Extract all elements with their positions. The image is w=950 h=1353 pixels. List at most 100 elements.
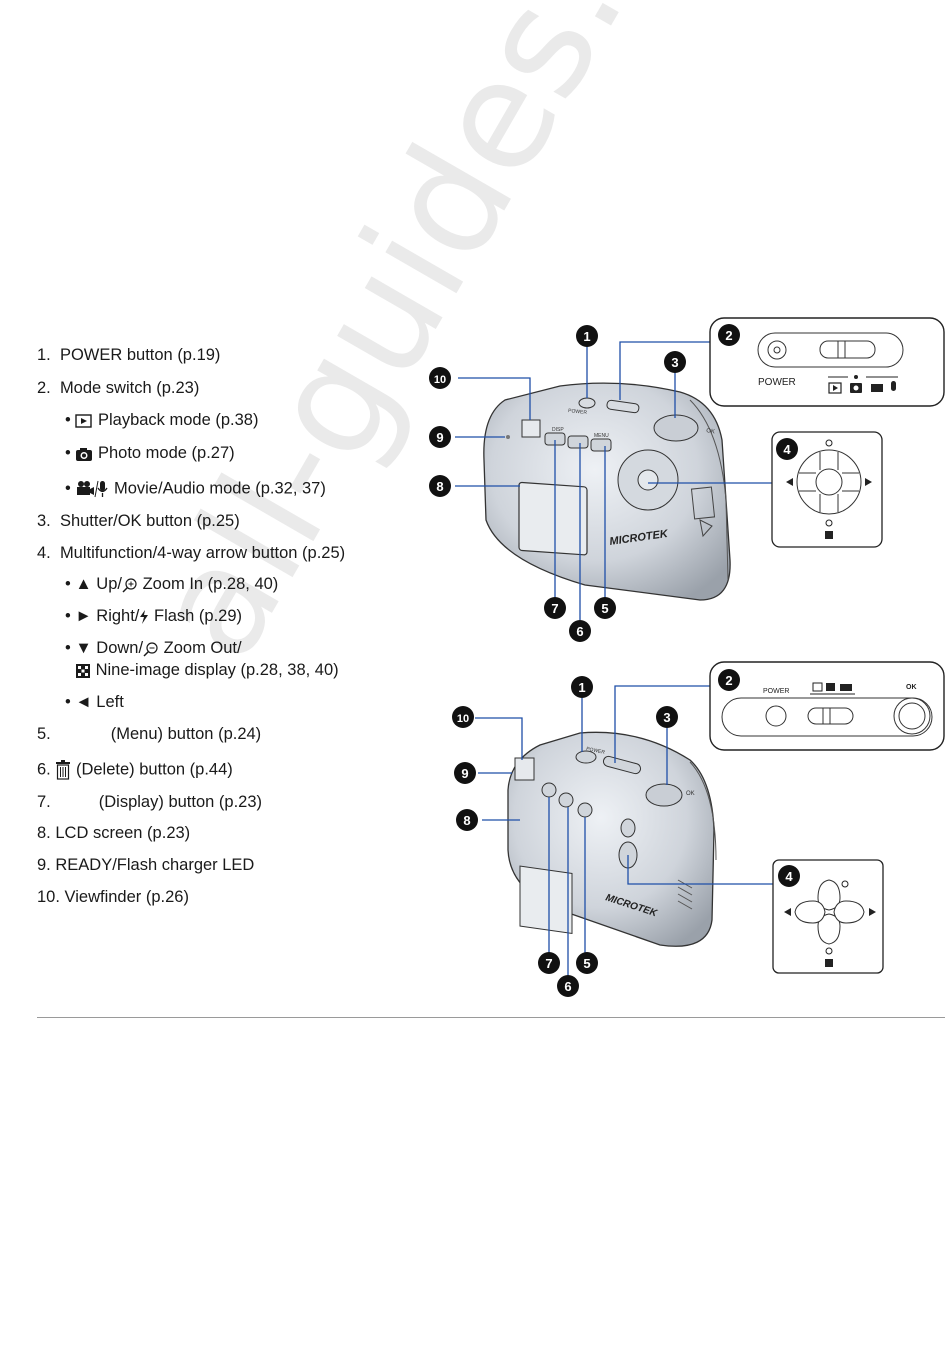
list-item: 1. POWER button (p.19): [37, 346, 220, 365]
list-item: 5.(Menu) button (p.24): [37, 725, 262, 743]
item-text: LCD screen (p.23): [55, 824, 191, 842]
svg-text:7: 7: [551, 601, 558, 616]
svg-text:8: 8: [463, 813, 470, 828]
shutter-button-shape: [653, 414, 699, 442]
list-item: 7.(Display) button (p.23): [37, 793, 263, 811]
item-text: (Display) button (p.23): [98, 793, 263, 811]
list-item: • ▼ Down/ Zoom Out/: [65, 639, 242, 657]
callout-3: 3: [664, 351, 686, 373]
callout-1: 1: [576, 325, 598, 347]
zoom-in-icon: [122, 578, 137, 593]
callout-6: 6: [557, 975, 579, 997]
item-text: Photo mode (p.27): [97, 444, 235, 462]
item-text: POWER button (p.19): [59, 346, 221, 364]
four-way-detail-top: [771, 431, 883, 548]
list-item: 9. READY/Flash charger LED: [37, 856, 255, 874]
svg-text:2: 2: [725, 673, 732, 688]
item-text: ▲ Up/: [75, 575, 122, 593]
callout-4: 4: [776, 438, 798, 460]
lcd-screen-shape: [518, 481, 588, 556]
item-text: Mode switch (p.23): [59, 379, 200, 397]
list-item: • ◄ Left: [65, 693, 124, 711]
item-text: Movie/Audio mode (p.32, 37): [113, 479, 326, 498]
callout-2: 2: [718, 324, 740, 346]
svg-text:3: 3: [671, 355, 678, 370]
movie-audio-icon: [77, 480, 108, 498]
mode-switch-detail-bottom: POWER OK: [709, 661, 945, 751]
item-text: ► Right/: [75, 607, 140, 625]
callout-lines-bottom: [475, 685, 775, 976]
item-text: (Delete) button (p.44): [75, 760, 233, 779]
svg-text:9: 9: [461, 766, 468, 781]
callout-6: 6: [569, 620, 591, 642]
list-item: 6. (Delete) button (p.44): [37, 760, 233, 780]
item-text: Multifunction/4-way arrow button (p.25): [59, 544, 346, 562]
svg-text:DISP: DISP: [552, 427, 564, 433]
callout-badges: 1 2 3 4 5 6 7 8 9 10 1 2 3 4 5 6 7 8 9 1…: [429, 324, 800, 997]
item-text: ▼ Down/: [75, 639, 144, 657]
list-item: Nine-image display (p.28, 38, 40): [75, 661, 339, 680]
item-text: Shutter/OK button (p.25): [59, 512, 240, 530]
callout-lines-top: [455, 341, 772, 620]
svg-text:OK: OK: [906, 684, 917, 691]
svg-text:6: 6: [576, 624, 583, 639]
item-text: ◄ Left: [75, 693, 124, 711]
callout-2: 2: [718, 669, 740, 691]
callout-5: 5: [594, 597, 616, 619]
list-item: • ► Right/ Flash (p.29): [65, 607, 243, 625]
svg-text:4: 4: [785, 869, 793, 884]
list-item: 8. LCD screen (p.23): [37, 824, 191, 842]
mode-switch-detail-top: POWER: [709, 317, 945, 407]
svg-text:POWER: POWER: [568, 408, 588, 416]
callout-8: 8: [456, 809, 478, 831]
list-item: • Playback mode (p.38): [65, 411, 259, 429]
svg-text:9: 9: [436, 430, 443, 445]
svg-text:OK: OK: [706, 428, 716, 435]
svg-text:POWER: POWER: [586, 746, 606, 756]
callout-9: 9: [454, 762, 476, 784]
callout-7: 7: [538, 952, 560, 974]
camera-diagrams: OK DISP MENU POWER MICROTEK: [429, 317, 945, 997]
svg-text:POWER: POWER: [763, 688, 789, 695]
item-text-2: Zoom In (p.28, 40): [142, 575, 279, 593]
zoom-out-icon: [143, 642, 158, 657]
svg-text:1: 1: [578, 680, 585, 695]
svg-text:8: 8: [436, 479, 443, 494]
callout-8: 8: [429, 475, 451, 497]
camera-top-view: OK DISP MENU POWER MICROTEK: [483, 382, 731, 601]
trash-icon: [56, 760, 71, 780]
item-text: Viewfinder (p.26): [64, 888, 189, 906]
item-text: Playback mode (p.38): [97, 411, 259, 429]
svg-text:2: 2: [725, 328, 732, 343]
svg-text:10: 10: [457, 713, 469, 725]
svg-text:10: 10: [434, 374, 446, 386]
camera-bottom-view: OK POWER MICROTEK: [507, 731, 717, 947]
svg-text:5: 5: [583, 956, 590, 971]
svg-text:6: 6: [564, 979, 571, 994]
svg-text:3: 3: [663, 710, 670, 725]
item-text: Nine-image display (p.28, 38, 40): [95, 661, 339, 679]
svg-text:7: 7: [545, 956, 552, 971]
callout-7: 7: [544, 597, 566, 619]
item-text-2: Zoom Out/: [163, 639, 242, 657]
svg-text:1: 1: [583, 329, 590, 344]
list-item: 4. Multifunction/4-way arrow button (p.2…: [37, 544, 346, 562]
page-divider: [37, 1017, 945, 1018]
svg-text:POWER: POWER: [758, 377, 796, 388]
item-text: (Menu) button (p.24): [110, 725, 262, 743]
list-item: 3. Shutter/OK button (p.25): [37, 512, 240, 530]
item-text: READY/Flash charger LED: [55, 856, 255, 874]
playback-icon: [75, 413, 93, 428]
item-number: 2.: [37, 379, 51, 397]
svg-text:4: 4: [783, 442, 791, 457]
power-button-shape: [578, 397, 596, 409]
list-item: 10. Viewfinder (p.26): [37, 888, 189, 906]
svg-text:MENU: MENU: [594, 433, 609, 439]
nine-image-icon: [76, 663, 90, 678]
callout-3: 3: [656, 706, 678, 728]
flash-icon: [140, 609, 149, 624]
list-item: • ▲ Up/ Zoom In (p.28, 40): [65, 575, 279, 593]
list-item: • Photo mode (p.27): [65, 444, 235, 462]
camera-icon: [76, 447, 93, 461]
svg-text:5: 5: [601, 601, 608, 616]
